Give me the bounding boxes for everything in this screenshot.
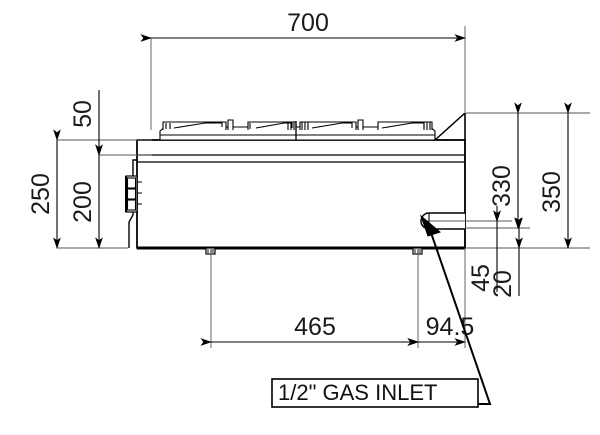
dimension-50-text: 50 — [69, 100, 97, 128]
grate-bar-1 — [162, 121, 227, 130]
dimension-20-text: 20 — [489, 270, 517, 298]
dimension-45: 45 — [467, 206, 501, 292]
dimension-200-text: 200 — [69, 181, 97, 223]
dimension-45-text: 45 — [467, 264, 495, 292]
grate-bar-2 — [247, 121, 297, 130]
gas-inlet-label-text: 1/2" GAS INLET — [278, 380, 437, 405]
gas-inlet-callout: 1/2" GAS INLET — [271, 214, 492, 408]
dimension-465: 465 — [200, 313, 419, 346]
grate-fin-2 — [357, 119, 364, 130]
dimension-250-text: 250 — [27, 173, 55, 215]
appliance-outline — [125, 112, 466, 255]
rear-splashguard-chamfer — [434, 112, 466, 141]
dimension-350: 350 — [538, 102, 572, 249]
leveling-foot-right — [412, 247, 423, 255]
gas-inlet-leader-arrowhead — [419, 214, 442, 237]
dimension-94-5: 94.5 — [407, 313, 474, 346]
leveling-foot-left — [205, 247, 216, 255]
dimension-700-text: 700 — [287, 9, 329, 37]
grate-fin-1 — [227, 119, 234, 130]
dimension-250: 250 — [27, 129, 61, 249]
grate-bar-4 — [377, 121, 433, 130]
grate-bar-3 — [299, 121, 357, 130]
control-knob-assembly — [125, 175, 142, 213]
dimension-50: 50 — [69, 90, 103, 156]
dimension-20: 20 — [489, 217, 523, 298]
cabinet-body — [136, 139, 466, 249]
dimension-465-text: 465 — [294, 313, 336, 341]
burner-grate-assembly — [159, 119, 436, 141]
dimension-200: 200 — [69, 144, 103, 249]
dimension-350-text: 350 — [538, 171, 566, 213]
gas-inlet-leader-line — [427, 223, 492, 405]
dimension-700: 700 — [140, 9, 466, 42]
dimension-330-text: 330 — [488, 165, 516, 207]
gas-inlet-label-box — [271, 378, 479, 408]
dimension-330: 330 — [488, 102, 522, 229]
